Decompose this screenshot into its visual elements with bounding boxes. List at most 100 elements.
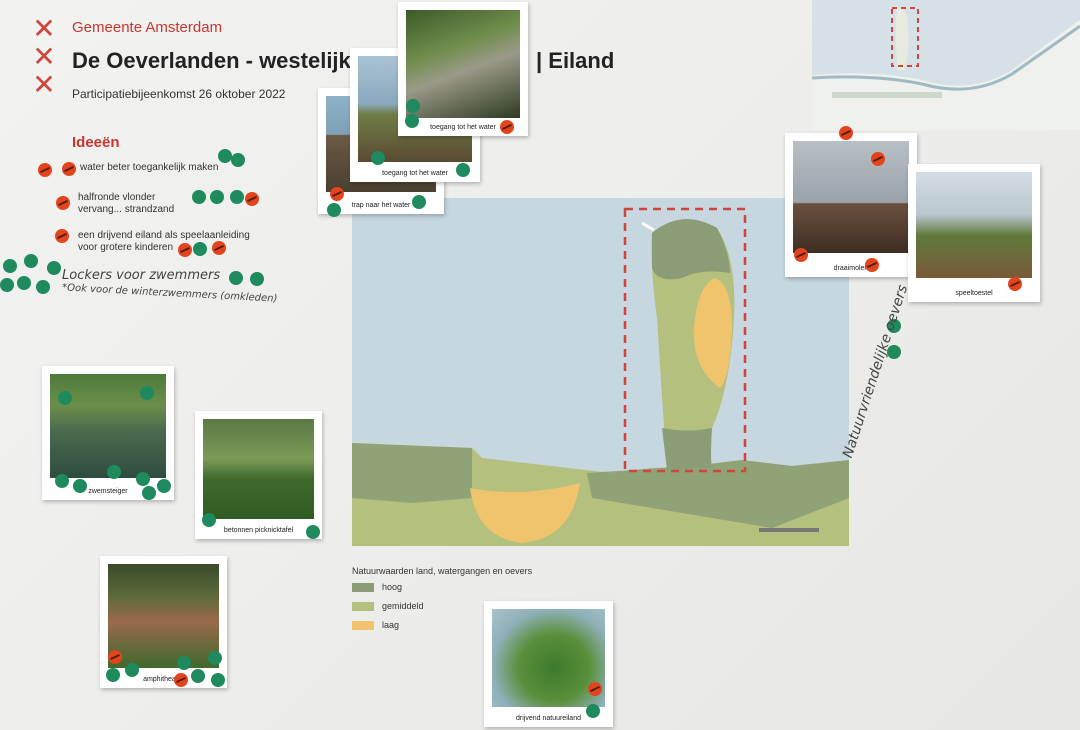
vote-dot-green <box>177 656 191 670</box>
vote-dot-red <box>174 673 188 687</box>
vote-dot-red <box>500 120 514 134</box>
legend-label: laag <box>382 620 400 630</box>
legend-title: Natuurwaarden land, watergangen en oever… <box>352 566 533 576</box>
handwritten-note: Lockers voor zwemmers <box>62 268 221 283</box>
site-plan-map <box>352 198 849 546</box>
photo-card-toegang-1: toegang tot het water <box>398 2 528 136</box>
vote-dot-green <box>58 391 72 405</box>
vote-dot-green <box>231 153 245 167</box>
photo-caption: trap naar het water <box>351 202 411 209</box>
vote-dot-green <box>327 203 341 217</box>
amsterdam-cross-icon: ✕ <box>32 68 56 101</box>
vote-dot-green <box>202 513 216 527</box>
photo-caption: speeltoestel <box>955 290 993 297</box>
vote-dot-red <box>839 126 853 140</box>
photo-card-picknick: betonnen picknicktafel <box>195 411 322 539</box>
photo-image <box>492 609 605 707</box>
vote-dot-green <box>586 704 600 718</box>
vote-dot-green <box>230 190 244 204</box>
photo-caption: drijvend natuureiland <box>516 715 581 722</box>
vote-dot-green <box>191 669 205 683</box>
vote-dot-green <box>218 149 232 163</box>
vote-dot-red <box>865 258 879 272</box>
vote-dot-red <box>588 682 602 696</box>
vote-dot-red <box>871 152 885 166</box>
idea-item: halfronde vlonder vervang... strandzand <box>78 192 175 215</box>
vote-dot-green <box>55 474 69 488</box>
vote-dot-green <box>136 472 150 486</box>
vote-dot-green <box>250 272 264 286</box>
vote-dot-red <box>55 229 69 243</box>
photo-caption: betonnen picknicktafel <box>223 527 294 534</box>
page-title-suffix: | Eiland <box>536 48 615 73</box>
vote-dot-green <box>887 345 901 359</box>
photo-image <box>916 172 1032 278</box>
photo-card-speeltoestel: speeltoestel <box>908 164 1040 302</box>
location-overview-map <box>812 0 1080 130</box>
vote-dot-green <box>47 261 61 275</box>
vote-dot-green <box>157 479 171 493</box>
vote-dot-red <box>245 192 259 206</box>
meeting-subtitle: Participatiebijeenkomst 26 oktober 2022 <box>72 87 286 101</box>
vote-dot-green <box>887 319 901 333</box>
legend-label: hoog <box>382 582 403 592</box>
photo-caption: toegang tot het water <box>382 170 448 177</box>
vote-dot-red <box>212 241 226 255</box>
photo-image <box>108 564 219 668</box>
vote-dot-green <box>406 99 420 113</box>
vote-dot-green <box>210 190 224 204</box>
legend-swatch-low <box>352 621 374 630</box>
vote-dot-green <box>371 151 385 165</box>
handwritten-side-note: Natuurvriendelijke oevers <box>840 282 912 460</box>
vote-dot-red <box>178 243 192 257</box>
vote-dot-red <box>1008 277 1022 291</box>
page-title: De Oeverlanden - westelijk <box>72 48 351 73</box>
legend-label: gemiddeld <box>382 601 424 611</box>
vote-dot-green <box>36 280 50 294</box>
photo-caption: toegang tot het water <box>430 124 496 131</box>
idea-item: water beter toegankelijk maken <box>80 162 219 173</box>
vote-dot-green <box>208 651 222 665</box>
idea-item: een drijvend eiland als speelaanleiding … <box>78 230 250 253</box>
vote-dot-green <box>3 259 17 273</box>
vote-dot-green <box>140 386 154 400</box>
vote-dot-red <box>62 162 76 176</box>
vote-dot-red <box>794 248 808 262</box>
vote-dot-green <box>73 479 87 493</box>
vote-dot-green <box>456 163 470 177</box>
vote-dot-green <box>106 668 120 682</box>
photo-card-amphitheater: amphitheater <box>100 556 227 688</box>
photo-image <box>406 10 520 118</box>
photo-image <box>203 419 314 519</box>
legend-swatch-medium <box>352 602 374 611</box>
vote-dot-green <box>229 271 243 285</box>
vote-dot-green <box>193 242 207 256</box>
vote-dot-green <box>192 190 206 204</box>
vote-dot-red <box>38 163 52 177</box>
vote-dot-green <box>107 465 121 479</box>
legend-swatch-high <box>352 583 374 592</box>
organisation-name: Gemeente Amsterdam <box>72 19 223 36</box>
vote-dot-green <box>412 195 426 209</box>
vote-dot-green <box>24 254 38 268</box>
vote-dot-green <box>125 663 139 677</box>
vote-dot-green <box>211 673 225 687</box>
vote-dot-green <box>306 525 320 539</box>
vote-dot-green <box>405 114 419 128</box>
photo-caption: draaimolen <box>833 265 869 272</box>
vote-dot-green <box>142 486 156 500</box>
photo-caption: amphitheater <box>143 676 184 683</box>
photo-image <box>793 141 909 253</box>
ideas-heading: Ideeën <box>72 134 120 151</box>
vote-dot-red <box>56 196 70 210</box>
photo-card-draaimolen: draaimolen <box>785 133 917 277</box>
vote-dot-green <box>0 278 14 292</box>
handwritten-note: *Ook voor de winterzwemmers (omkleden) <box>61 282 278 305</box>
amsterdam-cross-icon: ✕ <box>32 40 56 73</box>
vote-dot-red <box>108 650 122 664</box>
vote-dot-green <box>17 276 31 290</box>
amsterdam-cross-icon: ✕ <box>32 12 56 45</box>
vote-dot-red <box>330 187 344 201</box>
photo-caption: zwemsteiger <box>88 488 128 495</box>
